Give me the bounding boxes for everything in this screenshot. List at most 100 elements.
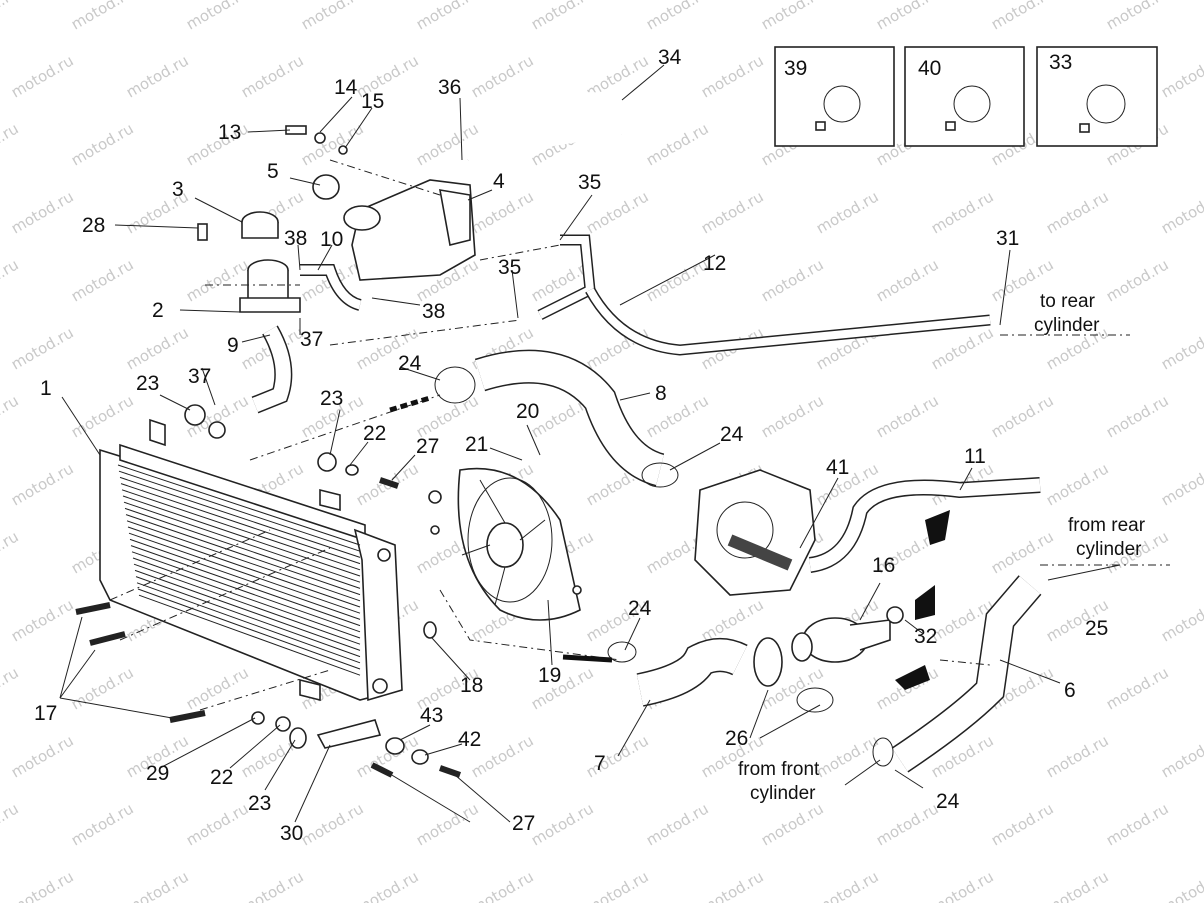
- watermark-text: motod.ru: [8, 731, 77, 781]
- watermark-text: motod.ru: [68, 0, 137, 33]
- watermark-text: motod.ru: [698, 51, 767, 101]
- watermark-text: motod.ru: [1158, 459, 1204, 509]
- radiator-fin: [127, 526, 361, 608]
- callout-6: 6: [1064, 679, 1076, 702]
- radiator-fin: [134, 569, 361, 651]
- cooling-fan: [428, 467, 582, 621]
- watermark-text: motod.ru: [353, 867, 422, 903]
- watermark-text: motod.ru: [758, 0, 827, 33]
- watermark-text: motod.ru: [643, 255, 712, 305]
- radiator-fin: [138, 594, 361, 676]
- watermark-text: motod.ru: [8, 51, 77, 101]
- watermark-text: motod.ru: [1103, 0, 1172, 33]
- watermark-text: motod.ru: [583, 867, 652, 903]
- watermark-text: motod.ru: [183, 0, 252, 33]
- hoses: [251, 92, 1042, 773]
- callout-23a: 23: [136, 372, 159, 395]
- watermark-text: motod.ru: [298, 799, 367, 849]
- watermark-text: motod.ru: [0, 0, 22, 33]
- radiator-fin: [119, 476, 361, 558]
- watermark-text: motod.ru: [1158, 595, 1204, 645]
- radiator-fin: [125, 514, 361, 596]
- caption-to-rear-line1: to rear: [1040, 291, 1096, 312]
- watermark-text: motod.ru: [413, 0, 482, 33]
- callout-27a: 27: [416, 435, 439, 458]
- callout-4: 4: [493, 170, 505, 193]
- radiator-fin: [121, 489, 361, 571]
- watermark-text: motod.ru: [873, 255, 942, 305]
- watermark-text: motod.ru: [1043, 867, 1112, 903]
- watermark-text: motod.ru: [8, 459, 77, 509]
- inset-box-39: 39: [774, 46, 895, 147]
- callout-33: 33: [1049, 51, 1072, 74]
- callout-25: 25: [1085, 617, 1108, 640]
- caption-from-front-line1: from front: [738, 759, 820, 780]
- watermark-text: motod.ru: [0, 255, 22, 305]
- watermark-text: motod.ru: [0, 119, 22, 169]
- callout-32: 32: [914, 625, 937, 648]
- radiator-fin: [124, 507, 361, 589]
- watermark-text: motod.ru: [1103, 663, 1172, 713]
- watermark-text: motod.ru: [0, 663, 22, 713]
- watermark-text: motod.ru: [0, 527, 22, 577]
- watermark-text: motod.ru: [1043, 731, 1112, 781]
- callout-21: 21: [465, 433, 488, 456]
- watermark-text: motod.ru: [68, 119, 137, 169]
- watermark-text: motod.ru: [928, 867, 997, 903]
- callout-29: 29: [146, 762, 169, 785]
- callout-26: 26: [725, 727, 748, 750]
- radiator-fin: [137, 588, 361, 670]
- watermark-text: motod.ru: [8, 187, 77, 237]
- callout-36: 36: [438, 76, 461, 99]
- watermark-text: motod.ru: [1043, 187, 1112, 237]
- watermark-text: motod.ru: [68, 391, 137, 441]
- watermark-text: motod.ru: [238, 867, 307, 903]
- watermark-text: motod.ru: [583, 187, 652, 237]
- callout-24b: 24: [720, 423, 744, 446]
- watermark-text: motod.ru: [183, 663, 252, 713]
- watermark-text: motod.ru: [813, 731, 882, 781]
- watermark-text: motod.ru: [68, 255, 137, 305]
- assembly-lines: [109, 159, 1170, 711]
- callout-23b: 23: [320, 387, 343, 410]
- callout-24d: 24: [936, 790, 960, 813]
- radiator-fin: [117, 464, 361, 546]
- callout-35a: 35: [578, 171, 601, 194]
- watermark-text: motod.ru: [643, 799, 712, 849]
- watermark-text: motod.ru: [873, 799, 942, 849]
- callout-43: 43: [420, 704, 443, 727]
- thermostat: [753, 606, 904, 687]
- watermark-text: motod.ru: [988, 391, 1057, 441]
- callout-35b: 35: [498, 256, 521, 279]
- radiator-fin: [135, 576, 361, 658]
- radiator-fin: [129, 538, 361, 620]
- leader-lines: [59, 64, 1121, 823]
- callout-7: 7: [594, 752, 606, 775]
- caption-from-front-line2: cylinder: [750, 783, 816, 804]
- watermark-text: motod.ru: [813, 867, 882, 903]
- radiator-fin: [136, 582, 361, 664]
- callout-5: 5: [267, 160, 279, 183]
- watermark-text: motod.ru: [928, 187, 997, 237]
- watermark-text: motod.ru: [528, 0, 597, 33]
- watermark-text: motod.ru: [0, 391, 22, 441]
- callout-numbers: 1 2 3 4 5 6 7 8 9 10 11 12 13 14 15 16 1…: [34, 46, 1108, 845]
- callout-39: 39: [784, 57, 807, 80]
- callout-38b: 38: [422, 300, 445, 323]
- callout-41: 41: [826, 456, 849, 479]
- watermark-text: motod.ru: [123, 867, 192, 903]
- callout-2: 2: [152, 299, 164, 322]
- watermark-text: motod.ru: [8, 323, 77, 373]
- caption-to-rear-line2: cylinder: [1034, 315, 1100, 336]
- inset-box-33: 33: [1036, 46, 1158, 147]
- o-ring-26: [753, 637, 783, 687]
- watermark-text: motod.ru: [928, 323, 997, 373]
- watermark-text: motod.ru: [413, 799, 482, 849]
- watermark-text: motod.ru: [1158, 51, 1204, 101]
- watermark-text: motod.ru: [468, 51, 537, 101]
- watermark-text: motod.ru: [413, 119, 482, 169]
- radiator-fin: [126, 520, 361, 602]
- watermark-text: motod.ru: [468, 187, 537, 237]
